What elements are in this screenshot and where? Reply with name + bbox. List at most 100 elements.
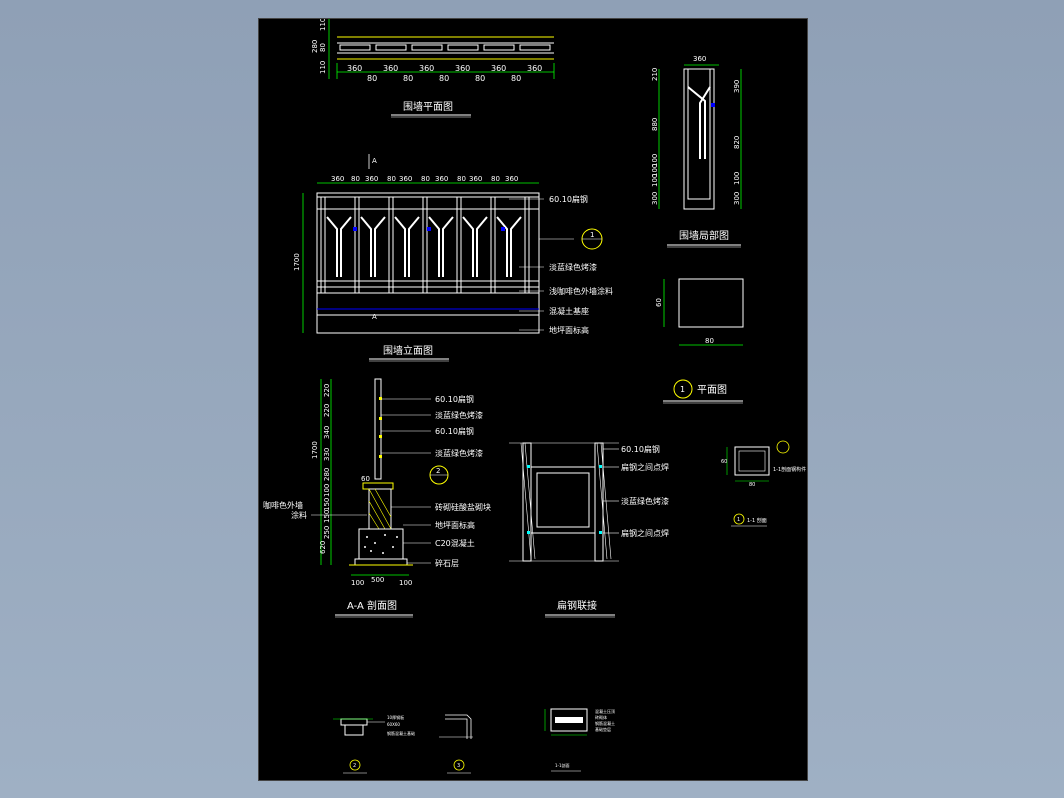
aa-d9: 250 bbox=[323, 526, 331, 539]
joint-label-flat: 60.10扁钢 bbox=[621, 444, 660, 454]
d3-mark: 3 bbox=[457, 763, 460, 769]
aa-section-view: 1700 220 220 340 330 280 100 150 150 250… bbox=[263, 378, 491, 618]
plan-h-mid: 80 bbox=[319, 43, 327, 52]
drawing-sheet: 360 360 360 360 360 360 80 80 80 80 80 1… bbox=[258, 18, 808, 781]
plan-span-5: 360 bbox=[491, 64, 506, 73]
partial-r-3: 100 bbox=[733, 172, 741, 185]
small-steel-detail: 60 80 1-1剖面钢构件 1 1-1 剖面 bbox=[721, 440, 806, 527]
joint-label-weld-2: 扁钢之间点焊 bbox=[621, 528, 669, 538]
bottom-detail-3: 3 bbox=[439, 714, 473, 774]
small-detail-mark: 1 bbox=[737, 517, 740, 523]
elevation-title: 围墙立面图 bbox=[383, 344, 433, 357]
partial-l-1: 210 bbox=[651, 68, 659, 81]
plan-span-4: 360 bbox=[455, 64, 470, 73]
aa-d4: 330 bbox=[323, 448, 331, 461]
aa-label-coffee-2: 涂料 bbox=[291, 510, 307, 520]
plan-gap-4: 80 bbox=[475, 74, 485, 83]
d4-line-4: 基础垫层 bbox=[595, 726, 611, 732]
joint-label-weld-1: 扁钢之间点焊 bbox=[621, 462, 669, 472]
partial-top-dim: 360 bbox=[693, 55, 706, 63]
aa-label-green-1: 淡蓝绿色烤漆 bbox=[435, 410, 483, 420]
elev-dim-6: 80 bbox=[421, 175, 430, 183]
plan-title: 围墙平面图 bbox=[403, 100, 453, 113]
aa-b2: 500 bbox=[371, 576, 384, 584]
joint-title: 扁钢联接 bbox=[557, 599, 597, 612]
partial-title: 围墙局部图 bbox=[679, 229, 729, 242]
section-mark-top: A bbox=[372, 157, 377, 165]
aa-label-flat-2: 60.10扁钢 bbox=[435, 426, 474, 436]
elev-dim-11: 360 bbox=[505, 175, 518, 183]
d4-line-1: 混凝土压顶 bbox=[595, 708, 615, 714]
aa-label-gravel: 碎石层 bbox=[435, 558, 459, 568]
steel-joint-view: 60.10扁钢 扁钢之间点焊 淡蓝绿色烤漆 扁钢之间点焊 扁钢联接 bbox=[509, 442, 669, 618]
d4-line-2: 砖砌体 bbox=[595, 714, 607, 720]
plan-gap-1: 80 bbox=[367, 74, 377, 83]
plan-span-6: 360 bbox=[527, 64, 542, 73]
partial-r-2: 820 bbox=[733, 136, 741, 149]
aa-detail-mark: 2 bbox=[436, 467, 440, 475]
plan-h-top: 110 bbox=[319, 19, 327, 31]
aa-d3: 340 bbox=[323, 426, 331, 439]
elev-dim-5: 360 bbox=[399, 175, 412, 183]
aa-title: A-A 剖面图 bbox=[347, 599, 397, 612]
aa-d8: 150 bbox=[323, 510, 331, 523]
plan-span-2: 360 bbox=[383, 64, 398, 73]
small-label: 1-1剖面钢构件 bbox=[773, 466, 806, 473]
plan-gap-5: 80 bbox=[511, 74, 521, 83]
wall-partial-view: 360 210 880 100 100 100 300 390 820 100 … bbox=[651, 55, 742, 248]
partial-l-5: 100 bbox=[651, 174, 659, 187]
d4-line-3: 钢筋混凝土 bbox=[595, 720, 615, 726]
plan-h-bottom: 110 bbox=[319, 61, 327, 74]
bottom-detail-4: 混凝土压顶 砖砌体 钢筋混凝土 基础垫层 1-1剖面 bbox=[544, 708, 615, 772]
elev-dim-1: 360 bbox=[331, 175, 344, 183]
aa-label-green-2: 淡蓝绿色烤漆 bbox=[435, 448, 483, 458]
elev-dim-2: 80 bbox=[351, 175, 360, 183]
d2-line-1: 10厚钢板 bbox=[387, 714, 404, 720]
section-w: 80 bbox=[705, 337, 714, 345]
plan-span-1: 360 bbox=[347, 64, 362, 73]
aa-d10: 620 bbox=[319, 541, 327, 554]
d2-line-2: 60X60 bbox=[387, 722, 400, 727]
small-ref: 1-1 剖面 bbox=[747, 517, 767, 524]
partial-r-1: 390 bbox=[733, 80, 741, 93]
aa-b3: 100 bbox=[399, 579, 412, 587]
small-dim-bottom: 80 bbox=[749, 482, 755, 488]
steel-section-box: 60 80 1 平面图 bbox=[655, 278, 744, 404]
plan-span-3: 360 bbox=[419, 64, 434, 73]
partial-l-4: 100 bbox=[651, 164, 659, 177]
section-mark-bottom: A bbox=[372, 313, 377, 321]
small-dim-left: 60 bbox=[721, 459, 727, 465]
elev-dim-9: 360 bbox=[469, 175, 482, 183]
aa-d5: 280 bbox=[323, 468, 331, 481]
wall-plan-view: 360 360 360 360 360 360 80 80 80 80 80 1… bbox=[311, 19, 555, 118]
elev-dim-10: 80 bbox=[491, 175, 500, 183]
plan-gap-3: 80 bbox=[439, 74, 449, 83]
aa-label-ground: 地坪面标高 bbox=[435, 520, 475, 530]
aa-b1: 100 bbox=[351, 579, 364, 587]
d2-line-3: 钢筋混凝土基础 bbox=[387, 730, 415, 736]
partial-l-6: 300 bbox=[651, 192, 659, 205]
elev-dim-3: 360 bbox=[365, 175, 378, 183]
joint-label-green: 淡蓝绿色烤漆 bbox=[621, 496, 669, 506]
plan-gap-2: 80 bbox=[403, 74, 413, 83]
elev-label-concrete-base: 混凝土基座 bbox=[549, 306, 589, 316]
elev-detail-mark: 1 bbox=[590, 231, 594, 239]
aa-label-coffee-1: 咖啡色外墙 bbox=[263, 500, 303, 510]
d4-ref: 1-1剖面 bbox=[555, 762, 570, 768]
partial-r-4: 300 bbox=[733, 192, 741, 205]
aa-d1: 220 bbox=[323, 384, 331, 397]
aa-label-c20: C20混凝土 bbox=[435, 538, 475, 548]
elev-label-ground-level: 地坪面标高 bbox=[549, 325, 589, 335]
elev-height: 1700 bbox=[293, 253, 301, 271]
partial-l-3: 100 bbox=[651, 154, 659, 167]
aa-d6: 100 bbox=[323, 484, 331, 497]
aa-total: 1700 bbox=[311, 441, 319, 459]
elev-dim-7: 360 bbox=[435, 175, 448, 183]
wall-elevation-view: A 360 80 360 80 360 80 360 80 360 80 360… bbox=[293, 154, 613, 362]
elev-label-coffee-paint: 浅咖啡色外墙涂料 bbox=[549, 286, 613, 296]
section-plan-num: 1 bbox=[680, 385, 685, 394]
aa-label-brick: 砖砌硅酸盐砌块 bbox=[435, 502, 491, 512]
plan-h-total: 280 bbox=[311, 40, 319, 53]
cad-drawing: 360 360 360 360 360 360 80 80 80 80 80 1… bbox=[263, 19, 806, 774]
aa-label-flat-1: 60.10扁钢 bbox=[435, 394, 474, 404]
